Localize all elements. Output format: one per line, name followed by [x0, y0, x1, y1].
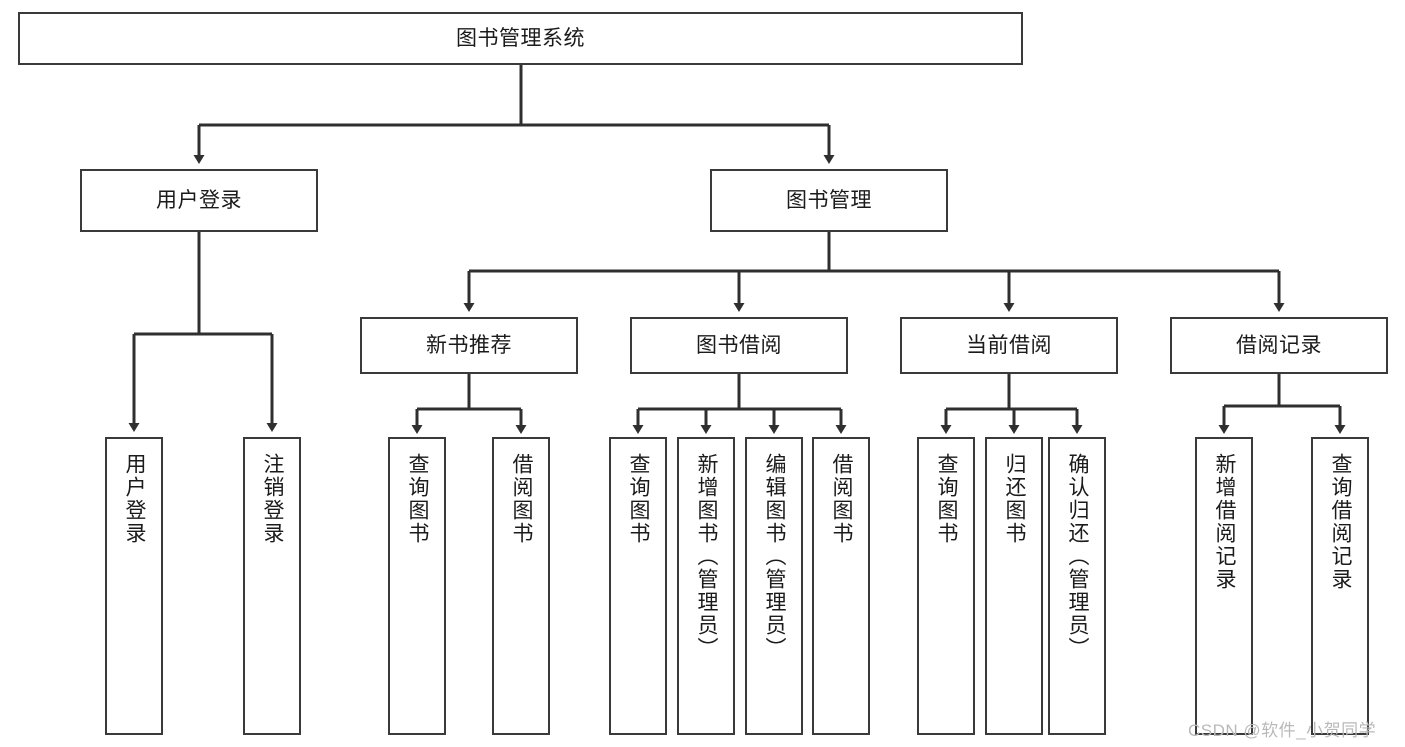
node-user-login[interactable]: 用户登录	[80, 169, 318, 232]
node-current-borrow[interactable]: 当前借阅	[900, 317, 1118, 374]
node-leaf-confirm-return-label: 确认归还（管理员）	[1066, 453, 1089, 660]
node-leaf-return-book-label: 归还图书	[1003, 453, 1026, 545]
node-leaf-query-book-1-label: 查询图书	[406, 453, 429, 545]
node-root-label: 图书管理系统	[456, 26, 585, 50]
node-leaf-user-login-label: 用户登录	[123, 453, 146, 545]
node-leaf-confirm-return[interactable]: 确认归还（管理员）	[1048, 437, 1106, 735]
node-user-login-label: 用户登录	[156, 188, 242, 212]
node-book-manage-label: 图书管理	[786, 188, 872, 212]
node-leaf-borrow-book-1-label: 借阅图书	[510, 453, 533, 545]
node-leaf-logout-label: 注销登录	[261, 453, 284, 545]
node-leaf-query-book-1[interactable]: 查询图书	[388, 437, 446, 735]
node-borrow-record-label: 借阅记录	[1236, 333, 1322, 357]
node-leaf-add-book[interactable]: 新增图书（管理员）	[677, 437, 735, 735]
watermark-text: CSDN @软件_小贺同学	[1188, 721, 1377, 740]
node-leaf-query-book-2[interactable]: 查询图书	[609, 437, 667, 735]
node-book-manage[interactable]: 图书管理	[710, 169, 948, 232]
node-book-borrow[interactable]: 图书借阅	[630, 317, 848, 374]
node-new-book-rec[interactable]: 新书推荐	[360, 317, 578, 374]
node-leaf-edit-book[interactable]: 编辑图书（管理员）	[745, 437, 803, 735]
node-leaf-add-record[interactable]: 新增借阅记录	[1195, 437, 1253, 735]
node-leaf-query-record-label: 查询借阅记录	[1329, 453, 1352, 591]
node-root[interactable]: 图书管理系统	[18, 12, 1023, 65]
node-leaf-query-book-3[interactable]: 查询图书	[917, 437, 975, 735]
node-leaf-return-book[interactable]: 归还图书	[985, 437, 1043, 735]
node-leaf-user-login[interactable]: 用户登录	[105, 437, 163, 735]
node-leaf-borrow-book-2-label: 借阅图书	[830, 453, 853, 545]
node-leaf-add-record-label: 新增借阅记录	[1213, 453, 1236, 591]
node-leaf-query-record[interactable]: 查询借阅记录	[1311, 437, 1369, 735]
node-leaf-borrow-book-2[interactable]: 借阅图书	[812, 437, 870, 735]
node-leaf-edit-book-label: 编辑图书（管理员）	[763, 453, 786, 660]
node-borrow-record[interactable]: 借阅记录	[1170, 317, 1388, 374]
node-leaf-query-book-2-label: 查询图书	[627, 453, 650, 545]
node-current-borrow-label: 当前借阅	[966, 333, 1052, 357]
node-leaf-borrow-book-1[interactable]: 借阅图书	[492, 437, 550, 735]
node-new-book-rec-label: 新书推荐	[426, 333, 512, 357]
node-leaf-query-book-3-label: 查询图书	[935, 453, 958, 545]
node-leaf-logout[interactable]: 注销登录	[243, 437, 301, 735]
node-leaf-add-book-label: 新增图书（管理员）	[695, 453, 718, 660]
node-book-borrow-label: 图书借阅	[696, 333, 782, 357]
